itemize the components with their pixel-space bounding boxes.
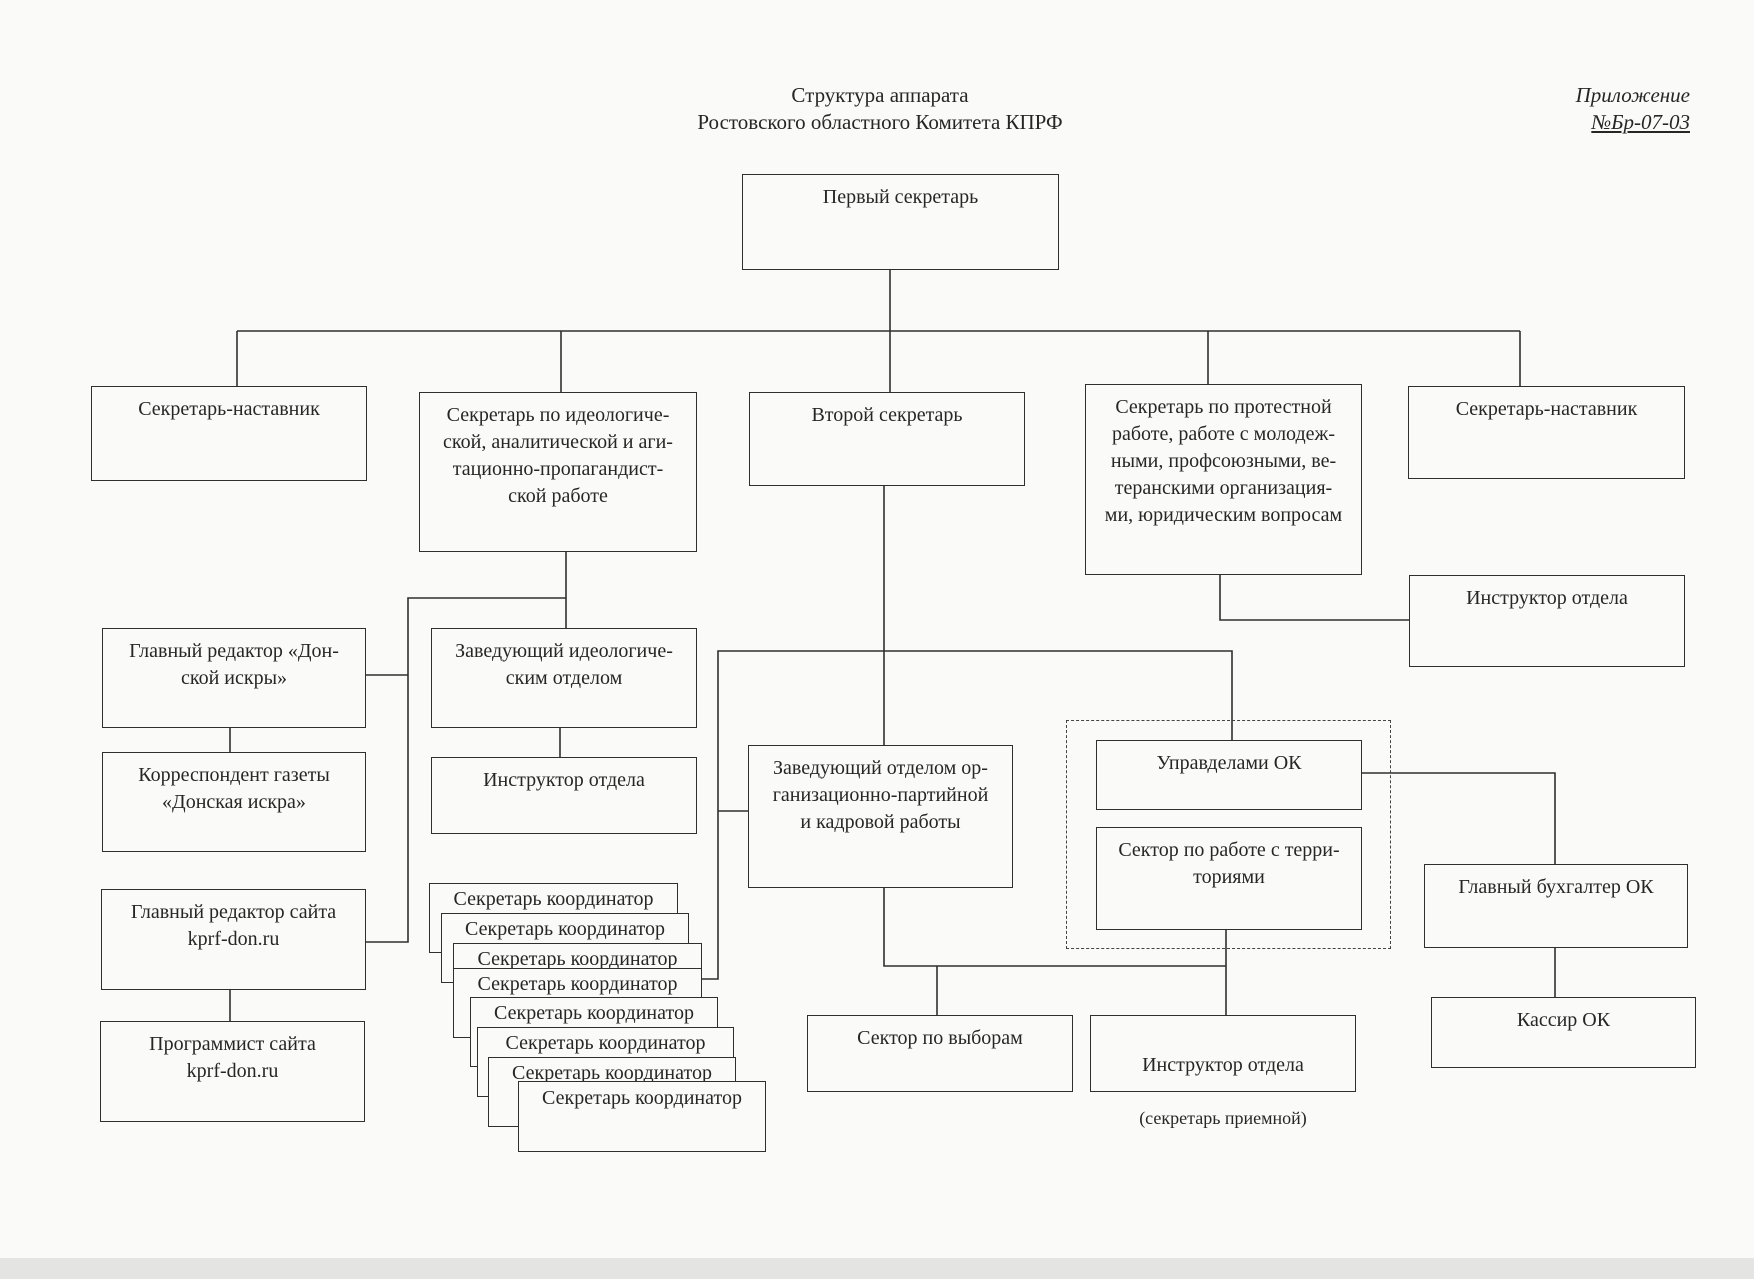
site-editor-label: Главный редактор сайта kprf-don.ru	[130, 901, 337, 950]
scan-edge	[0, 1258, 1754, 1279]
chart-title: Структура аппарата Ростовского областног…	[580, 82, 1180, 136]
mentor-left-box: Секретарь-наставник	[91, 386, 367, 481]
site-programmer-box: Программист сайта kprf-don.ru	[100, 1021, 365, 1122]
ideology-instructor-box: Инструктор отдела	[431, 757, 697, 834]
mentor-right-box: Секретарь-наставник	[1408, 386, 1685, 479]
title-line-1: Структура аппарата	[791, 83, 969, 107]
reception-instructor-label: Инструктор отдела	[1142, 1054, 1304, 1076]
elections-sector-box: Сектор по выборам	[807, 1015, 1073, 1092]
protest-secretary-box: Секретарь по протестной работе, работе с…	[1085, 384, 1362, 575]
ideology-head-box: Заведующий идеологиче- ским отделом	[431, 628, 697, 728]
title-line-2: Ростовского областного Комитета КПРФ	[697, 110, 1063, 134]
cashier-box: Кассир ОК	[1431, 997, 1696, 1068]
territory-sector-label: Сектор по работе с терри- ториями	[1118, 839, 1340, 888]
affairs-manager-label: Управделами ОК	[1156, 752, 1302, 774]
first-secretary-label: Первый секретарь	[822, 186, 979, 208]
coordinator-label: Секретарь координатор	[494, 1002, 694, 1024]
first-secretary-box: Первый секретарь	[742, 174, 1059, 270]
annex-label: Приложение №Бр-07-03	[1510, 82, 1690, 136]
ideology-head-label: Заведующий идеологиче- ским отделом	[455, 640, 673, 689]
chief-accountant-box: Главный бухгалтер ОК	[1424, 864, 1688, 948]
coordinator-label: Секретарь координатор	[477, 948, 678, 970]
coordinator-label: Секретарь координатор	[512, 1062, 712, 1084]
second-secretary-label: Второй секретарь	[811, 404, 963, 426]
editor-don-iskra-label: Главный редактор «Дон- ской искры»	[129, 640, 339, 689]
org-party-head-label: Заведующий отделом ор- ганизационно-парт…	[772, 757, 989, 833]
reception-instructor-box: Инструктор отдела (секретарь приемной)	[1090, 1015, 1356, 1128]
protest-secretary-label: Секретарь по протестной работе, работе с…	[1104, 396, 1343, 526]
site-programmer-label: Программист сайта kprf-don.ru	[149, 1033, 316, 1082]
instructor-right-label: Инструктор отдела	[1466, 587, 1628, 609]
reception-instructor-content: Инструктор отдела (секретарь приемной)	[1139, 1025, 1307, 1157]
annex-number: №Бр-07-03	[1591, 110, 1690, 134]
mentor-right-label: Секретарь-наставник	[1455, 398, 1638, 420]
coordinator-card: Секретарь координатор	[518, 1081, 766, 1152]
elections-sector-label: Сектор по выборам	[857, 1027, 1023, 1049]
site-editor-box: Главный редактор сайта kprf-don.ru	[101, 889, 366, 990]
ideology-secretary-label: Секретарь по идеологиче- ской, аналитиче…	[443, 404, 673, 507]
instructor-right-box: Инструктор отдела	[1409, 575, 1685, 667]
affairs-manager-box: Управделами ОК	[1096, 740, 1362, 810]
editor-don-iskra-box: Главный редактор «Дон- ской искры»	[102, 628, 366, 728]
ideology-secretary-box: Секретарь по идеологиче- ской, аналитиче…	[419, 392, 697, 552]
cashier-label: Кассир ОК	[1516, 1009, 1611, 1031]
territory-sector-box: Сектор по работе с терри- ториями	[1096, 827, 1362, 930]
coordinator-label: Секретарь координатор	[477, 973, 678, 995]
second-secretary-box: Второй секретарь	[749, 392, 1025, 486]
coordinator-label: Секретарь координатор	[453, 888, 654, 910]
mentor-left-label: Секретарь-наставник	[138, 398, 320, 420]
coordinator-label: Секретарь координатор	[465, 918, 665, 940]
correspondent-label: Корреспондент газеты «Донская искра»	[138, 764, 330, 813]
ideology-instructor-label: Инструктор отдела	[483, 769, 645, 791]
coordinator-label: Секретарь координатор	[542, 1087, 742, 1109]
correspondent-box: Корреспондент газеты «Донская искра»	[102, 752, 366, 852]
reception-instructor-note: (секретарь приемной)	[1139, 1108, 1307, 1128]
annex-line-1: Приложение	[1575, 83, 1690, 107]
coordinator-label: Секретарь координатор	[505, 1032, 706, 1054]
chief-accountant-label: Главный бухгалтер ОК	[1458, 876, 1654, 898]
affairs-group-frame	[1066, 720, 1391, 949]
org-party-head-box: Заведующий отделом ор- ганизационно-парт…	[748, 745, 1013, 888]
